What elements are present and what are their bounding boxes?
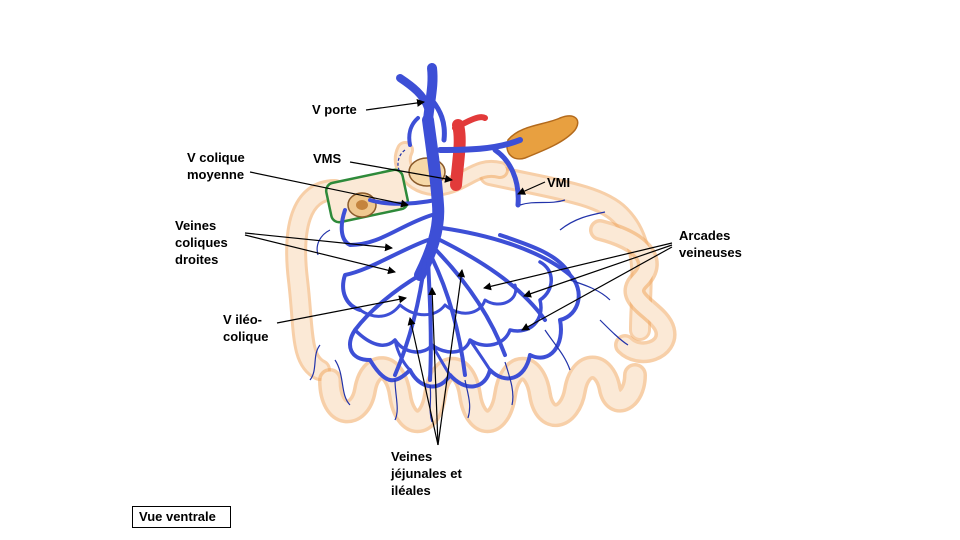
view-orientation-label: Vue ventrale bbox=[132, 506, 231, 528]
vein-network bbox=[339, 63, 581, 389]
label-v-colique-moyenne: V colique moyenne bbox=[187, 150, 245, 182]
venous-arcades bbox=[368, 233, 581, 389]
portal-vein bbox=[423, 63, 438, 125]
label-arcades-veineuses: Arcades veineuses bbox=[679, 228, 742, 260]
leader-lines bbox=[244, 98, 673, 446]
label-veines-coliques-droites: Veines coliques droites bbox=[175, 218, 228, 267]
label-v-ileo-colique: V iléo- colique bbox=[223, 312, 269, 344]
pancreas bbox=[506, 115, 579, 160]
splenic-vein bbox=[437, 137, 523, 153]
label-v-porte: V porte bbox=[312, 102, 357, 117]
terminal-vessels bbox=[309, 149, 629, 423]
label-vmi: VMI bbox=[547, 175, 571, 190]
superior-mesenteric-vein bbox=[414, 114, 445, 281]
label-vms: VMS bbox=[313, 151, 342, 166]
label-veines-jejunales: Veines jéjunales et iléales bbox=[391, 449, 462, 498]
inferior-mesenteric-vein bbox=[492, 147, 521, 208]
